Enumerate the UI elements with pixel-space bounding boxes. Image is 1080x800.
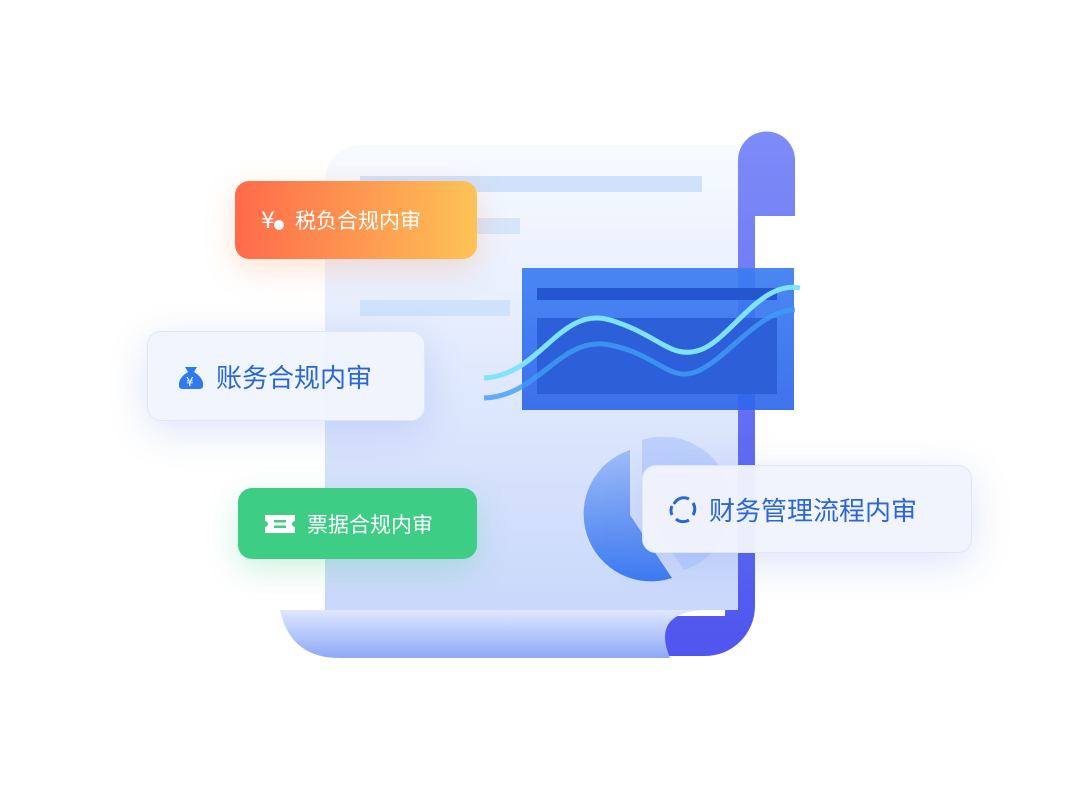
account-compliance-audit-card[interactable]: ¥ 账务合规内审 [147,331,425,421]
tax-compliance-audit-card[interactable]: ¥ 税负合规内审 [235,181,477,259]
card-label: 财务管理流程内审 [709,496,918,527]
refresh-cycle-icon [667,493,699,525]
document-curl [280,610,710,658]
wave-chart-panel [483,268,801,410]
card-label: 票据合规内审 [307,512,433,537]
invoice-compliance-audit-card[interactable]: 票据合规内审 [238,488,477,559]
svg-text:¥: ¥ [261,209,275,232]
yen-pie-icon: ¥ [261,208,285,232]
document-edge [345,131,795,656]
card-label: 账务合规内审 [216,363,373,394]
ticket-icon [263,512,297,536]
svg-text:¥: ¥ [186,375,194,389]
finance-process-audit-card[interactable]: 财务管理流程内审 [642,465,972,553]
money-bag-icon: ¥ [176,361,206,391]
card-label: 税负合规内审 [295,209,421,233]
